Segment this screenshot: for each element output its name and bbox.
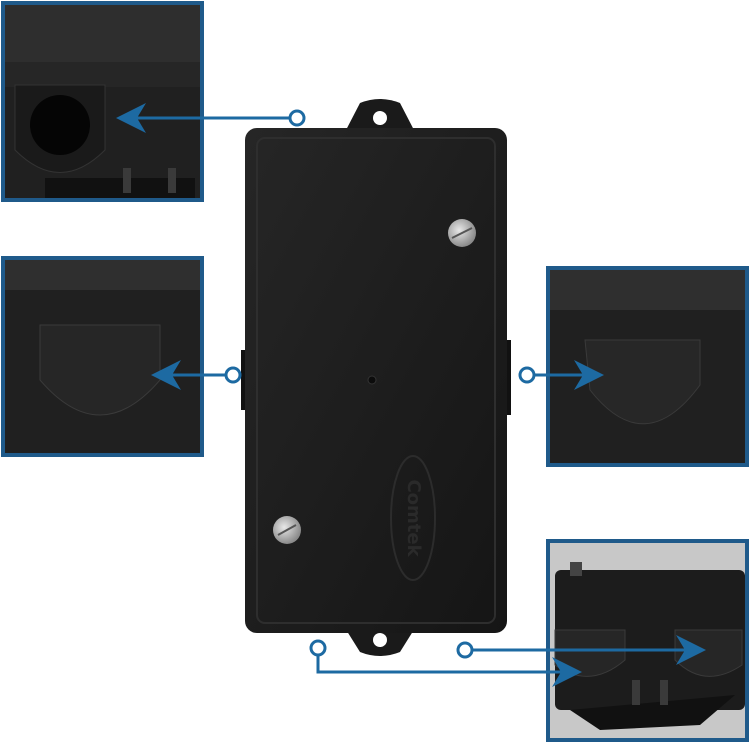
screw-icon xyxy=(273,516,301,544)
callout-mid-left xyxy=(151,360,242,390)
callout-mid-right xyxy=(518,360,604,390)
screw-icon xyxy=(448,219,476,247)
callout-bottom-1 xyxy=(309,639,582,687)
callout-top-left xyxy=(116,103,306,133)
junction-box: Comtek xyxy=(241,99,511,656)
brand-logo: Comtek xyxy=(390,455,436,581)
svg-text:Comtek: Comtek xyxy=(403,479,424,557)
inset-knockout-left xyxy=(1,256,204,457)
inset-grommet xyxy=(1,1,204,202)
inset-knockout-right xyxy=(546,266,749,467)
inset-bottom-view xyxy=(546,539,749,742)
center-hole xyxy=(367,375,377,385)
callout-bottom-2 xyxy=(456,635,706,665)
